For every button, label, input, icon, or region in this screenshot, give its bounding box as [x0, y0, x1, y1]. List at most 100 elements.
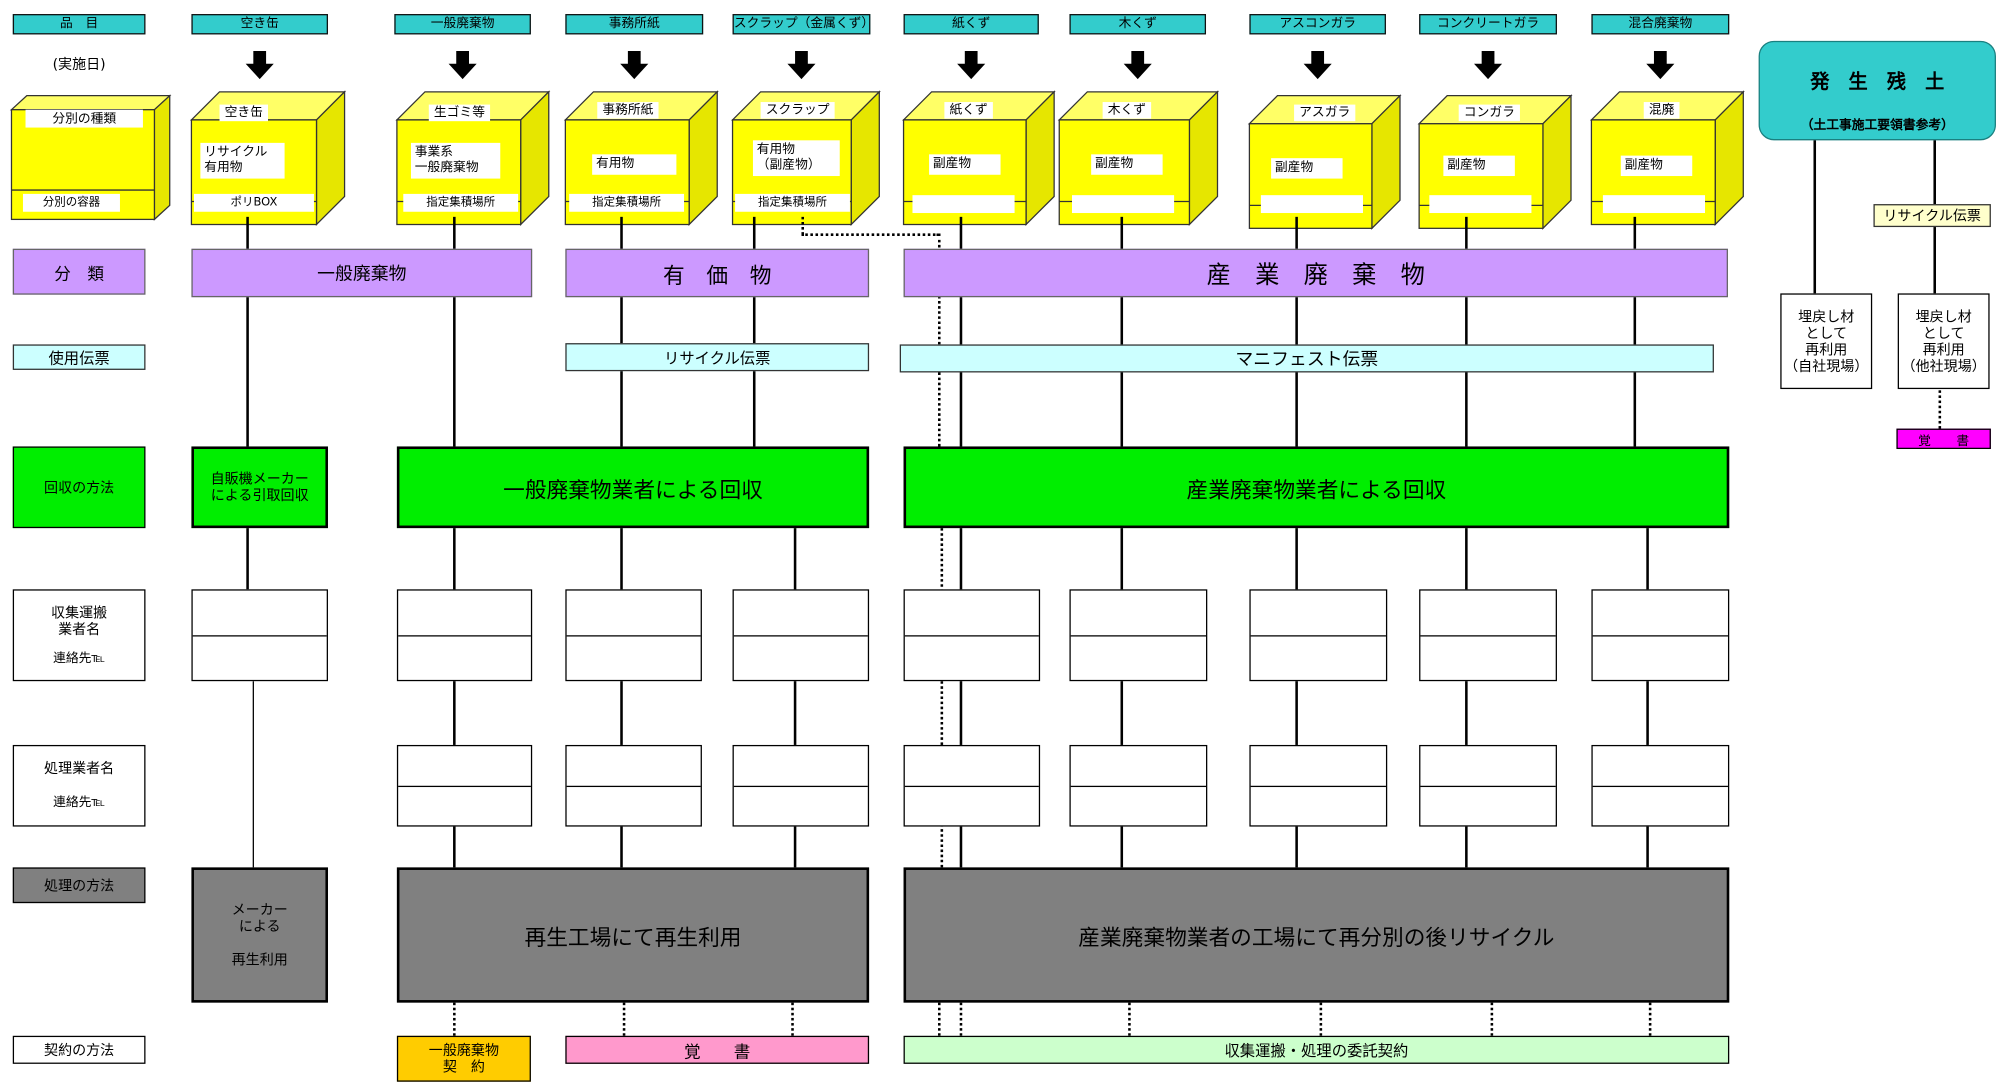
processor-box [1249, 745, 1387, 827]
item-header: コンクリートガラ [1419, 14, 1557, 34]
down-arrow-icon [1646, 51, 1674, 79]
processor-box-divider [1593, 786, 1728, 787]
cube-label: スクラップ [761, 102, 835, 119]
down-arrow-icon [1124, 51, 1152, 79]
slip-manifest: マニフェスト伝票 [900, 344, 1714, 372]
surplus-other-site: 埋戻し材 として 再利用 （他社現場） [1898, 293, 1990, 389]
surplus-slip: リサイクル伝票 [1873, 204, 1990, 227]
item-header: 紙くず [904, 14, 1039, 34]
cube-label: 混廃 [1644, 102, 1680, 119]
item-header: 混合廃棄物 [1591, 14, 1729, 34]
cube-label: 生ゴミ等 [429, 105, 490, 122]
row-label-processor-box: 処理業者名 連絡先℡ [13, 745, 146, 827]
carrier-box [904, 589, 1041, 681]
carrier-box [1249, 589, 1387, 681]
processor-box [565, 745, 702, 827]
item-header: 事務所紙 [565, 14, 703, 34]
surplus-memo: 覚 書 [1896, 429, 1990, 449]
collection-general: 一般廃棄物業者による回収 [397, 446, 869, 528]
carrier-box [1069, 589, 1207, 681]
carrier-box-divider [905, 635, 1039, 636]
item-header: 木くず [1069, 14, 1206, 34]
carrier-box-divider [193, 635, 327, 636]
cube-container: ポリBOX [194, 194, 314, 212]
cube-content: 副産物 [929, 154, 1000, 174]
carrier-box-divider [1251, 635, 1386, 636]
down-arrow-icon [1304, 51, 1332, 79]
contract-general: 一般廃棄物 契 約 [397, 1036, 531, 1082]
carrier-box [733, 589, 870, 681]
item-header: アスコンガラ [1249, 14, 1386, 34]
surplus-own-site: 埋戻し材 として 再利用 （自社現場） [1780, 293, 1872, 389]
processor-box [904, 745, 1041, 827]
process-industrial: 産業廃棄物業者の工場にて再分別の後リサイクル [904, 867, 1730, 1002]
cube-container [1261, 195, 1363, 213]
cube-container [1429, 195, 1531, 213]
surplus-soil-subtitle: （土工事施工要領書参考） [1760, 114, 1995, 133]
cube-content: 副産物 [1091, 154, 1162, 174]
processor-box [1419, 745, 1557, 827]
down-arrow-icon [246, 51, 274, 79]
row-label-process: 処理の方法 [13, 867, 146, 903]
cube-container: 指定集積場所 [569, 194, 684, 212]
item-header: スクラップ（金属くず） [733, 14, 871, 34]
cube-container [1603, 195, 1705, 213]
cube-label: 事務所紙 [597, 102, 658, 119]
processor-box-divider [1420, 786, 1555, 787]
cube-label: 紙くず [944, 102, 992, 119]
row-label-sort-container: 分別の容器 [23, 194, 120, 212]
processor-box-divider [567, 786, 701, 787]
down-arrow-icon [787, 51, 815, 79]
cube-container [1072, 195, 1174, 213]
slip-recycle: リサイクル伝票 [565, 343, 869, 371]
cube-content: 有用物 [592, 154, 676, 174]
carrier-box [191, 589, 328, 681]
processor-box-divider [1251, 786, 1386, 787]
row-label-carrier: 収集運搬 業者名 [51, 604, 107, 637]
carrier-box [1419, 589, 1557, 681]
surplus-soil-title: 発 生 残 土 [1760, 68, 1995, 95]
class-valuable: 有 価 物 [565, 249, 869, 297]
processor-box [397, 745, 532, 827]
row-label-carrier-box: 収集運搬 業者名 連絡先℡ [13, 589, 146, 681]
cube-label: アスガラ [1294, 105, 1355, 122]
row-label-processor-tel: 連絡先℡ [53, 795, 105, 812]
processor-box-divider [905, 786, 1039, 787]
cube-label: 木くず [1103, 102, 1151, 119]
processor-box [1069, 745, 1207, 827]
down-arrow-icon [620, 51, 648, 79]
processor-box [733, 745, 870, 827]
cube-content: リサイクル 有用物 [200, 143, 284, 179]
carrier-box-divider [398, 635, 531, 636]
class-general: 一般廃棄物 [191, 249, 532, 297]
cube-container: 指定集積場所 [403, 194, 518, 212]
carrier-box-divider [567, 635, 701, 636]
row-label-collection: 回収の方法 [13, 446, 146, 528]
processor-box [1591, 745, 1729, 827]
carrier-box-divider [1071, 635, 1206, 636]
class-industrial: 産 業 廃 棄 物 [904, 249, 1728, 297]
down-arrow-icon [1474, 51, 1502, 79]
collection-industrial: 産業廃棄物業者による回収 [904, 446, 1730, 528]
cube-content: 有用物 （副産物） [753, 140, 840, 176]
cube-label: コンガラ [1459, 105, 1520, 122]
cube-content: 事業系 一般廃棄物 [411, 143, 500, 179]
row-label-contract: 契約の方法 [13, 1036, 146, 1064]
cube-label: 空き缶 [220, 105, 268, 122]
row-label-processor: 処理業者名 [44, 760, 114, 777]
carrier-box [1591, 589, 1729, 681]
row-label-classification: 分 類 [13, 249, 146, 295]
contract-memo: 覚 書 [565, 1036, 869, 1064]
cube-container: 指定集積場所 [735, 194, 850, 212]
carrier-box [397, 589, 532, 681]
carrier-box [565, 589, 702, 681]
cube-content: 副産物 [1443, 156, 1514, 176]
carrier-box-divider [1593, 635, 1728, 636]
processor-box-divider [398, 786, 531, 787]
processor-box-divider [1071, 786, 1206, 787]
process-recycle-factory: 再生工場にて再生利用 [397, 867, 869, 1002]
process-maker: メーカー による 再生利用 [191, 867, 328, 1002]
row-label-sort-type: 分別の種類 [26, 110, 143, 128]
item-header: 空き缶 [191, 14, 328, 34]
